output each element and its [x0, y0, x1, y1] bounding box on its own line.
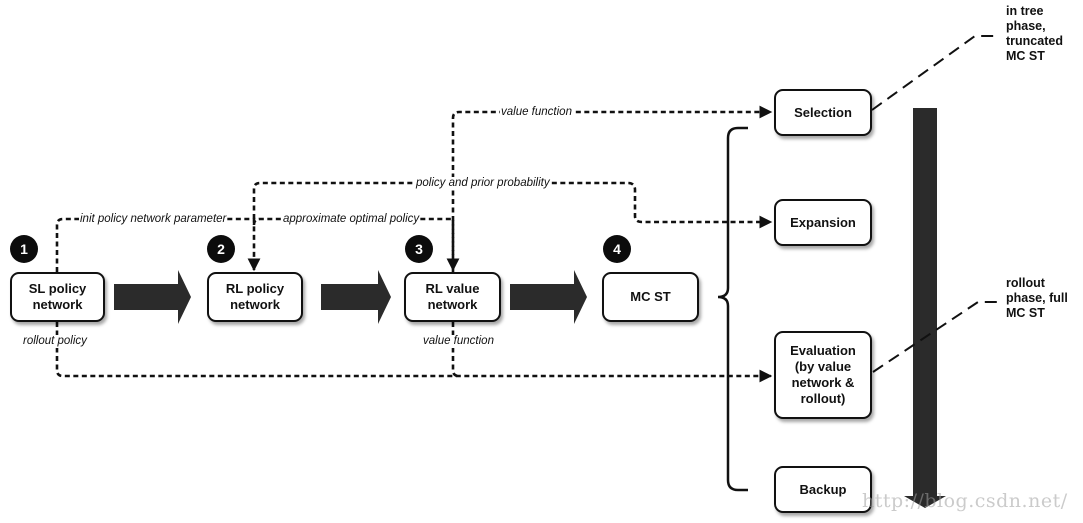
selection-node[interactable]: Selection	[774, 89, 872, 136]
label-init-policy: init policy network parameter	[79, 213, 228, 226]
stage-arrow-1-2	[114, 270, 191, 324]
label-value-function-top: value function	[500, 106, 573, 119]
label-approx-optimal: approximate optimal policy	[282, 213, 421, 226]
expansion-node[interactable]: Expansion	[774, 199, 872, 246]
stage-badge-4: 4	[603, 235, 631, 263]
backup-node[interactable]: Backup	[774, 466, 872, 513]
sl-policy-network-node[interactable]: SL policy network	[10, 272, 105, 322]
callout-in-tree	[871, 35, 1000, 111]
label-value-function-bottom: value function	[422, 335, 495, 348]
edge-policy-prior	[252, 181, 773, 229]
watermark: http://blog.csdn.net/	[862, 490, 1068, 512]
stage-arrow-3-4	[510, 270, 587, 324]
note-in-tree-phase: in tree phase, truncated MC ST	[1006, 4, 1063, 63]
evaluation-node[interactable]: Evaluation (by value network & rollout)	[774, 331, 872, 419]
edge-approx-optimal	[252, 217, 460, 272]
edge-value-function-top	[451, 105, 773, 272]
label-policy-prior: policy and prior probability	[415, 177, 551, 190]
label-rollout-policy: rollout policy	[22, 335, 88, 348]
stage-arrow-2-3	[321, 270, 391, 324]
rl-value-network-node[interactable]: RL value network	[404, 272, 501, 322]
callout-rollout	[872, 301, 1000, 373]
edge-rollout-policy	[55, 322, 773, 383]
stage-badge-1: 1	[10, 235, 38, 263]
phase-direction-arrow	[904, 108, 946, 508]
note-rollout-phase: rollout phase, full MC ST	[1006, 276, 1068, 320]
edge-value-function-bottom	[451, 322, 460, 378]
mcts-brace	[717, 126, 748, 492]
stage-badge-2: 2	[207, 235, 235, 263]
mcts-node[interactable]: MC ST	[602, 272, 699, 322]
edge-init-policy	[55, 217, 261, 272]
stage-badge-3: 3	[405, 235, 433, 263]
rl-policy-network-node[interactable]: RL policy network	[207, 272, 303, 322]
